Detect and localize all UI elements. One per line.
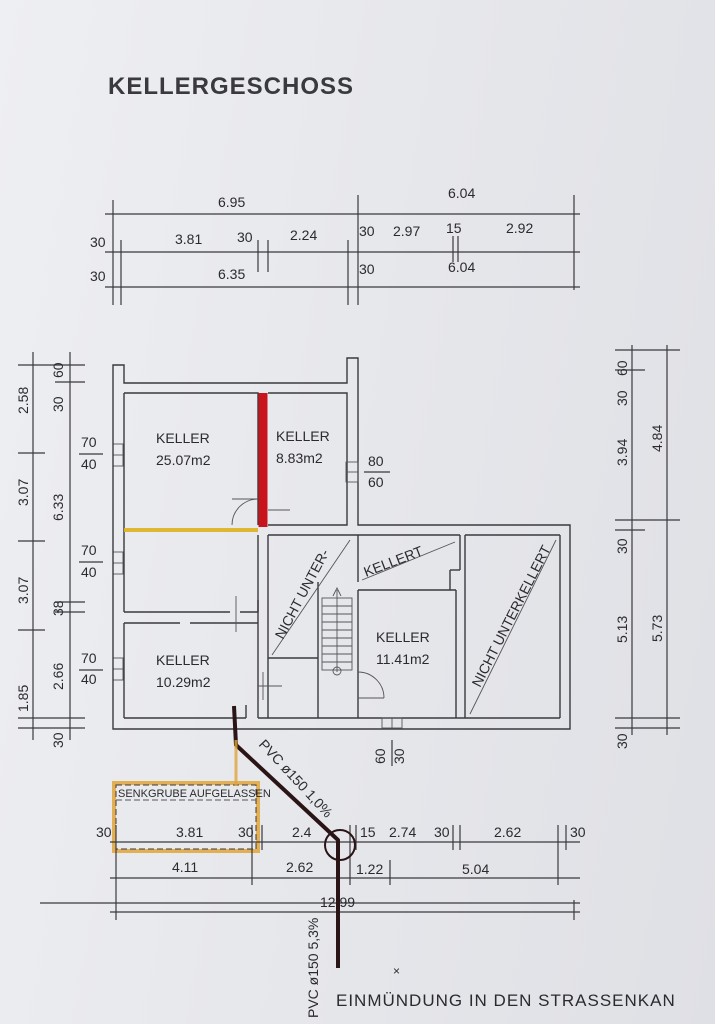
dim-right-outer-0: 4.84 [649,425,665,452]
cross-mark: × [393,964,400,978]
door-label-top: 80 [368,453,384,469]
dim-left-middle-1: 60 [50,362,66,378]
not-excavated-label-1: NICHT UNTER- [272,546,333,641]
room-2-area: 8.83m2 [276,450,323,466]
dim-left-middle-4: 2.66 [50,663,66,690]
bottom-opening-a: 60 [372,748,388,764]
dim-left-middle-5: 30 [50,732,66,748]
opening-0-top: 70 [81,434,97,450]
dim-top-row3-3: 6.04 [448,259,475,275]
not-excavated-label-2: KELLERT [361,542,425,579]
room-2-name: KELLER [276,428,330,444]
right-dimension-lines [615,345,680,735]
pipe-label-2: PVC ø150 5,3% [305,918,321,1018]
dim-right-inner-0: 30 [614,390,630,406]
dim-right-inner-4: 5.13 [614,616,630,643]
room-3-name: KELLER [376,629,430,645]
dim-right-inner-1: 60 [614,360,630,376]
unexcavated-areas [271,539,557,715]
opening-1-top: 70 [81,542,97,558]
dim-top-overall-right: 6.04 [448,185,475,201]
building-walls [112,357,571,730]
street-junction-label: EINMÜNDUNG IN DEN STRASSENKAN [336,991,676,1010]
dim-top-row2-0: 30 [90,234,106,250]
staircase [321,586,353,676]
dim-bottom-row2-2: 1.22 [356,861,383,877]
bottom-dimension-texts: 30 3.81 30 2.4 15 2.74 30 2.62 30 4.11 2… [96,824,586,910]
dim-bottom-row1-3: 2.4 [292,824,312,840]
door-label-bottom: 60 [368,474,384,490]
dim-top-row2-7: 2.92 [506,220,533,236]
dim-top-row2-5: 2.97 [393,223,420,239]
dim-top-row3-1: 6.35 [218,266,245,282]
dim-right-inner-2: 3.94 [614,439,630,466]
opening-1-bottom: 40 [81,564,97,580]
room-3-area: 11.41m2 [376,651,430,667]
door-swings [231,498,385,700]
dim-bottom-row1-0: 30 [96,824,112,840]
dim-left-outer-0: 2.58 [15,387,31,414]
dim-bottom-row2-3: 5.04 [462,861,489,877]
cesspit [112,781,260,853]
dim-top-row3-2: 30 [359,261,375,277]
dim-left-outer-2: 3.07 [15,577,31,604]
dim-top-row2-6: 15 [446,220,462,236]
dim-bottom-row1-7: 2.62 [494,824,521,840]
right-dimension-texts: 30 60 3.94 30 5.13 30 4.84 5.73 [614,360,665,749]
not-excavated-label-3: NICHT UNTERKELLERT [468,542,554,689]
dim-top-row2-1: 3.81 [175,231,202,247]
dim-right-inner-5: 30 [614,733,630,749]
left-dimension-texts: 2.58 3.07 3.07 1.85 30 60 6.33 38 2.66 3… [15,362,66,748]
dim-bottom-row1-2: 30 [238,824,254,840]
vent-openings [345,461,403,729]
window-openings: 70 40 70 40 70 40 [79,434,124,687]
dim-top-row2-3: 2.24 [290,227,317,243]
dim-bottom-row2-0: 4.11 [172,859,198,875]
top-dimension-texts: 6.95 6.04 30 3.81 30 2.24 30 2.97 15 2.9… [90,185,533,284]
dim-right-outer-1: 5.73 [649,615,665,642]
dim-top-overall-left: 6.95 [218,194,245,210]
room-4-area: 10.29m2 [156,674,211,690]
dim-top-row2-2: 30 [237,229,253,245]
dim-bottom-row1-4: 15 [360,824,376,840]
pipe-label-1: PVC ø150 1,0% [256,736,336,820]
dim-left-outer-3: 1.85 [15,685,31,712]
top-dimension-lines [105,195,580,305]
dim-bottom-row1-6: 30 [434,824,450,840]
dim-left-middle-3: 38 [50,600,66,616]
inspection-shaft [324,829,356,861]
cesspit-label: SENKGRUBE AUFGELASSEN [118,788,271,800]
dim-bottom-row1-5: 2.74 [389,824,416,840]
bottom-dimension-lines [40,825,580,920]
dim-left-middle-2: 6.33 [50,494,66,521]
room-1-name: KELLER [156,430,210,446]
left-dimension-lines [18,352,85,740]
dim-left-middle-0: 30 [50,396,66,412]
dim-top-row3-0: 30 [90,268,106,284]
opening-0-bottom: 40 [81,456,97,472]
dim-top-row2-4: 30 [359,223,375,239]
drain-pipe-route [232,705,340,968]
room-4-name: KELLER [156,652,210,668]
dim-bottom-row1-8: 30 [570,824,586,840]
room-1-area: 25.07m2 [156,452,211,468]
opening-2-top: 70 [81,650,97,666]
dim-bottom-row1-1: 3.81 [176,824,203,840]
opening-2-bottom: 40 [81,671,97,687]
dim-right-inner-3: 30 [614,538,630,554]
bottom-opening-b: 30 [391,748,407,764]
room-labels: KELLER 25.07m2 KELLER 8.83m2 KELLER 11.4… [156,428,430,690]
dim-bottom-row2-1: 2.62 [286,859,313,875]
plan-title: KELLERGESCHOSS [108,73,354,100]
dim-left-outer-1: 3.07 [15,479,31,506]
